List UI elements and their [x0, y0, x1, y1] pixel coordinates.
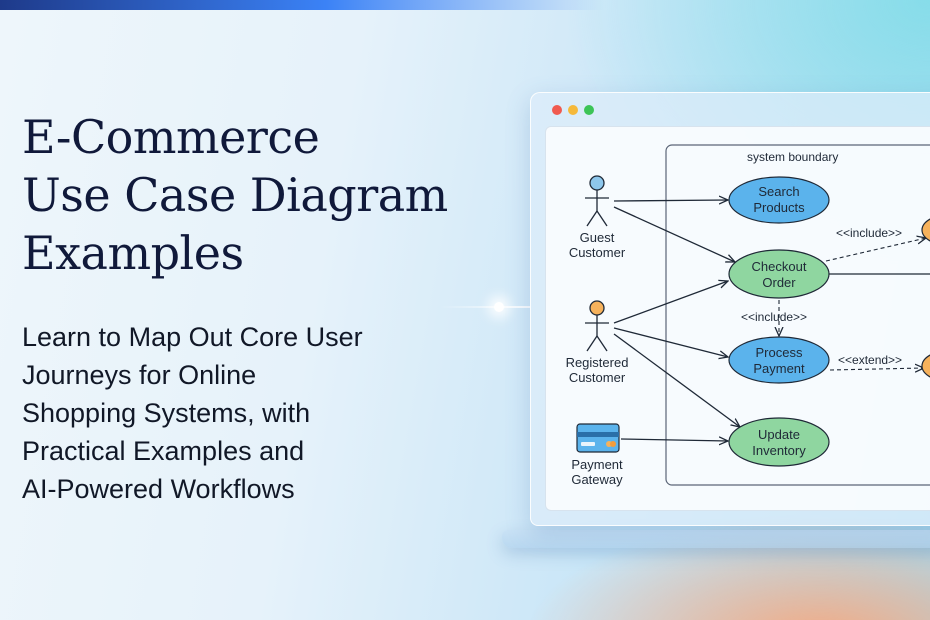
- actor-registered-customer[interactable]: Registered Customer: [566, 300, 629, 385]
- svg-text:Search: Search: [758, 184, 799, 199]
- associations: [613, 200, 930, 441]
- svg-text:Customer: Customer: [569, 245, 626, 260]
- actor-guest-customer[interactable]: Guest Customer: [569, 175, 626, 260]
- window-maximize-dot[interactable]: [584, 105, 594, 115]
- glow-dot: [494, 302, 504, 312]
- assoc-registered-inventory: [613, 333, 740, 427]
- subtitle-line-3: Shopping Systems, with: [22, 398, 311, 428]
- svg-text:Gateway: Gateway: [571, 472, 623, 487]
- title-line-2: Use Case Diagram: [22, 168, 448, 222]
- svg-text:Payment: Payment: [571, 457, 623, 472]
- glow-connector: [440, 306, 530, 308]
- system-boundary: [665, 144, 930, 486]
- title-line-1: E-Commerce: [22, 110, 320, 164]
- include-mid-label: <<include>>: [741, 310, 807, 324]
- window-close-dot[interactable]: [552, 105, 562, 115]
- svg-text:Registered: Registered: [566, 355, 629, 370]
- svg-text:Products: Products: [753, 200, 805, 215]
- assoc-guest-search: [613, 200, 728, 201]
- title-line-3: Examples: [22, 226, 244, 280]
- svg-text:Checkout: Checkout: [752, 259, 807, 274]
- svg-text:Payment: Payment: [753, 361, 805, 376]
- system-boundary-label: system boundary: [747, 150, 838, 164]
- subtitle-line-1: Learn to Map Out Core User: [22, 322, 363, 352]
- subtitle-line-5: AI-Powered Workflows: [22, 474, 295, 504]
- credit-card-icon: [576, 423, 620, 453]
- actor-payment-gateway[interactable]: Payment Gateway: [571, 423, 623, 487]
- subtitle-line-4: Practical Examples and: [22, 436, 305, 466]
- use-case-update-inventory[interactable]: Update Inventory: [728, 417, 830, 467]
- window-minimize-dot[interactable]: [568, 105, 578, 115]
- assoc-registered-checkout: [613, 281, 728, 324]
- extend-label: <<extend>>: [838, 353, 902, 367]
- svg-text:Update: Update: [758, 427, 800, 442]
- include-top-line: [825, 238, 926, 262]
- dashed-relations: [779, 238, 926, 370]
- assoc-gateway-inventory: [620, 439, 728, 441]
- include-top-label: <<include>>: [836, 226, 902, 240]
- page-subtitle: Learn to Map Out Core User Journeys for …: [22, 318, 462, 508]
- svg-text:Customer: Customer: [569, 370, 626, 385]
- use-case-process-payment[interactable]: Process Payment: [728, 336, 830, 384]
- page-title: E-Commerce Use Case Diagram Examples: [22, 108, 502, 282]
- use-case-partial-top[interactable]: [921, 214, 930, 246]
- extend-line: [829, 368, 924, 370]
- use-case-search-products[interactable]: Search Products: [728, 176, 830, 224]
- svg-text:Process: Process: [756, 345, 803, 360]
- svg-text:Inventory: Inventory: [752, 443, 806, 458]
- laptop-base: [502, 530, 930, 548]
- use-case-checkout-order[interactable]: Checkout Order: [728, 249, 830, 299]
- use-case-partial-bottom[interactable]: [921, 350, 930, 382]
- top-accent-bar: [0, 0, 930, 10]
- svg-text:Guest: Guest: [580, 230, 615, 245]
- assoc-guest-checkout: [613, 206, 735, 262]
- svg-text:Order: Order: [762, 275, 796, 290]
- subtitle-line-2: Journeys for Online: [22, 360, 257, 390]
- assoc-registered-payment: [613, 327, 728, 357]
